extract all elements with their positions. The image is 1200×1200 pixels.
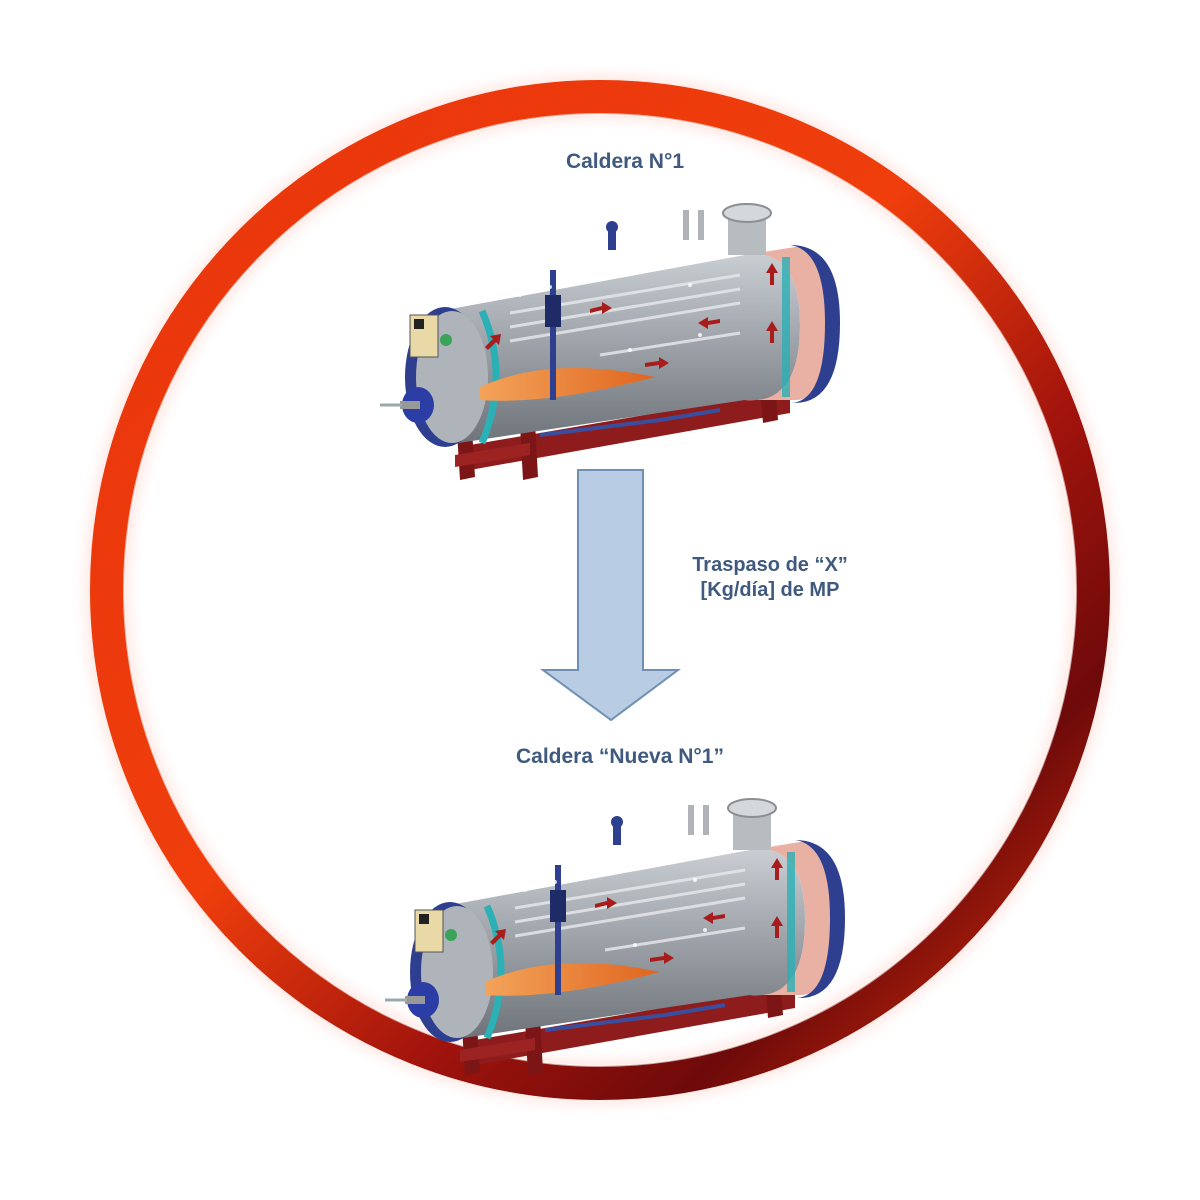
transfer-arrow xyxy=(539,469,682,722)
transfer-label-line1: Traspaso de “X” xyxy=(692,554,848,576)
red-ring xyxy=(90,80,1110,1100)
boiler-top-label: Caldera N°1 xyxy=(565,150,685,173)
transfer-label-line2: [Kg/día] de MP xyxy=(700,579,840,601)
transfer-label: Traspaso de “X” [Kg/día] de MP xyxy=(640,553,900,603)
boiler-bottom-label: Caldera “Nueva N°1” xyxy=(516,745,724,768)
